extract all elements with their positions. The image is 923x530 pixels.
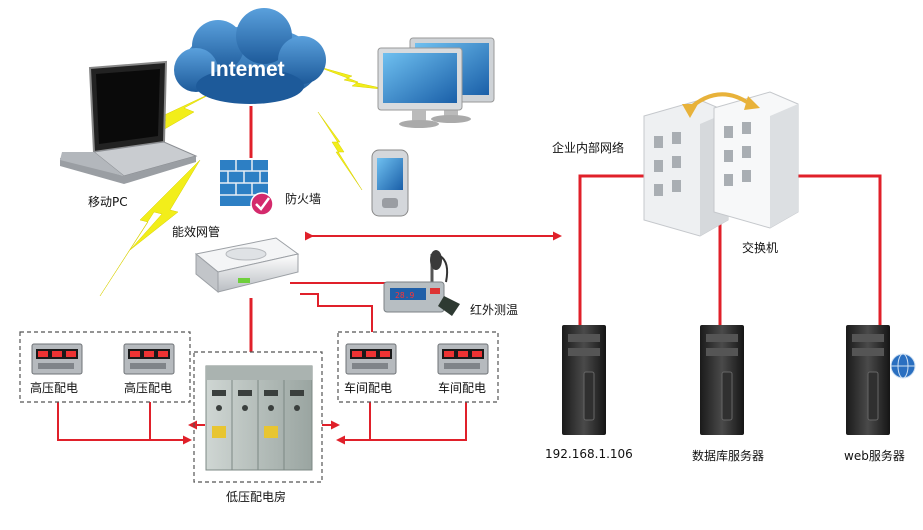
server-icon — [700, 325, 744, 435]
energy-gateway-label: 能效网管 — [172, 224, 220, 239]
hv1-label: 高压配电 — [30, 380, 78, 395]
hv-group-box — [19, 331, 191, 403]
lv-room-box — [193, 351, 323, 483]
server-icon — [562, 325, 606, 435]
meter-icon — [345, 343, 397, 375]
monitor-icon — [377, 37, 495, 128]
db-server-label: 数据库服务器 — [692, 448, 764, 463]
enterprise-network-label: 企业内部网络 — [552, 140, 624, 155]
server-ip-label: 192.168.1.106 — [545, 447, 633, 461]
wired-links — [57, 106, 882, 445]
infrared-label: 红外测温 — [470, 302, 518, 317]
building-icon — [643, 91, 799, 237]
workshop-group-box — [337, 331, 499, 403]
web-server-label: web服务器 — [844, 448, 905, 463]
switchgear-cabinet-icon — [205, 365, 313, 471]
link-ws2-lvroom — [336, 402, 467, 445]
meter-icon — [437, 343, 489, 375]
firewall-label: 防火墙 — [285, 191, 321, 206]
meter-icon — [31, 343, 83, 375]
ws2-label: 车间配电 — [438, 380, 486, 395]
cloud-icon — [174, 8, 326, 104]
wireless-link-mobile — [99, 159, 201, 297]
link-gateway-workshop — [300, 293, 373, 332]
ws1-label: 车间配电 — [344, 380, 392, 395]
globe-icon — [890, 353, 916, 379]
hv2-label: 高压配电 — [124, 380, 172, 395]
link-switch-server1 — [578, 174, 644, 325]
internet-label: Intemet — [210, 58, 285, 81]
meter-icon — [123, 343, 175, 375]
lv-room-label: 低压配电房 — [226, 489, 286, 504]
link-switch-server3 — [790, 174, 882, 325]
svg-text:28.9: 28.9 — [395, 291, 414, 300]
mobile-pc-label: 移动PC — [88, 195, 128, 209]
infrared-sensor-icon: 28.9 — [383, 250, 460, 316]
gateway-device-icon — [194, 237, 300, 294]
group-boxes — [19, 331, 499, 483]
link-hv1-lvroom — [57, 402, 192, 445]
firewall-icon — [220, 160, 274, 216]
server-icon — [846, 325, 890, 435]
wireless-link-pda — [317, 111, 363, 191]
wireless-links — [99, 65, 391, 297]
switch-label: 交换机 — [742, 240, 778, 255]
laptop-icon — [60, 60, 198, 184]
pda-icon — [371, 149, 409, 217]
